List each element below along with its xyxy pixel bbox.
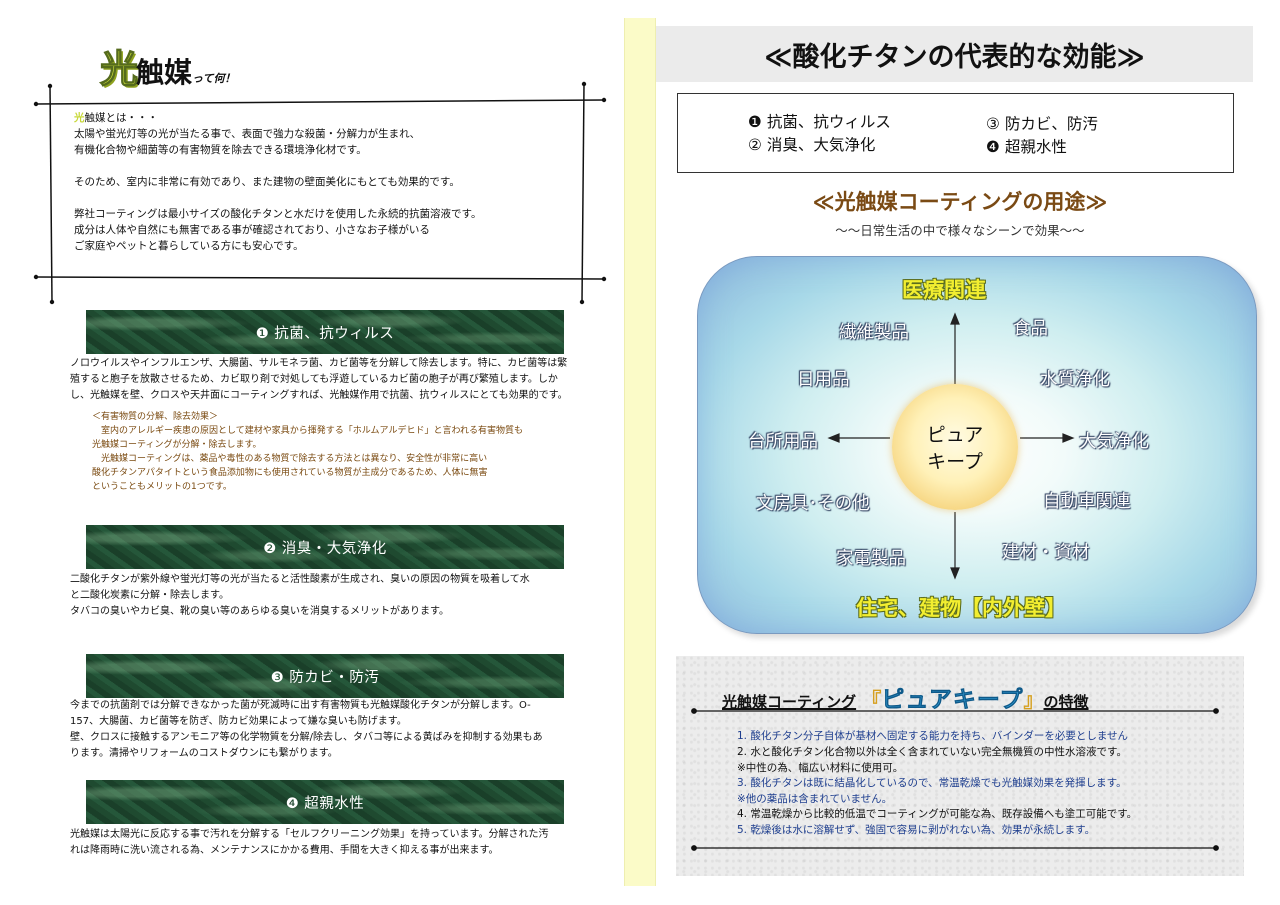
intro-line: ご家庭やペットと暮らしている方にも安心です。 [74,240,304,252]
usage-item-air-purification: 大気浄化 [1079,432,1149,452]
usage-subtitle: ～～日常生活の中で様々なシーンで効果～～ [835,223,1085,238]
logo-title: 光触媒って何！ [99,38,236,98]
section-banner-deodorize: ❷ 消臭・大気浄化 [86,525,564,569]
usage-item-stationery: 文房具･その他 [756,494,870,514]
effect-antimold: ③ 防カビ、防汚 [986,115,1098,133]
section-sub-harmful-substances: ＜有害物質の分解、除去効果＞ 室内のアレルギー疾患の原因として建材や家具から揮発… [92,410,552,494]
usage-title: ≪光触媒コーティングの用途≫ [812,190,1108,214]
usage-item-water-purification: 水質浄化 [1040,370,1110,390]
feature-line-2: 2. 水と酸化チタン化合物以外は全く含まれていない完全無機質の中性水溶液です。 [737,746,1127,758]
intro-term: 光触媒とは・・・ [74,110,594,126]
effect-hydrophilic: ❹ 超親水性 [986,138,1067,156]
body-line: タバコの臭いやカビ臭、靴の臭い等のあらゆる臭いを消臭するメリットがあります。 [70,606,449,617]
usage-medical: 医療関連 [902,278,986,302]
features-title: 光触媒コーティング 『ピュアキープ』の特徴 [722,680,1222,714]
section-body-hydrophilic: 光触媒は太陽光に反応する事で汚れを分解する「セルフクリーニング効果」を持っていま… [70,827,570,859]
body-line: れは降雨時に洗い流される為、メンテナンスにかかる費用、手間を大きく抑える事が出来… [70,845,499,856]
intro-line: そのため、室内に非常に有効であり、また建物の壁面美化にもとても効果的です。 [74,176,460,188]
usage-item-appliances: 家電製品 [836,549,906,569]
intro-text: 光触媒とは・・・ 太陽や蛍光灯等の光が当たる事で、表面で強力な殺菌・分解力が生ま… [74,110,594,254]
feature-note-1: ※中性の為、幅広い材料に使用可。 [737,762,904,774]
features-product-name: ピュアキープ [881,687,1024,714]
usage-item-kitchen: 台所用品 [748,432,818,452]
body-line: ノロウイルスやインフルエンザ、大腸菌、サルモネラ菌、カビ菌等を分解して除去します… [70,358,568,369]
logo-hikari: 光 [99,46,138,91]
section-banner-antibacterial: ❶ 抗菌、抗ウィルス [86,310,564,354]
features-bracket-open: 『 [861,688,882,712]
center-circle-purekeep: ピュア キープ [892,384,1018,510]
intro-line: 成分は人体や自然にも無害である事が確認されており、小さなお子様がいる [74,224,430,236]
center-divider-strip [624,18,656,886]
section-body-antimold: 今までの抗菌剤では分解できなかった菌が死滅時に出す有害物質も光触媒酸化チタンが分… [70,698,570,762]
section-body-antibacterial: ノロウイルスやインフルエンザ、大腸菌、サルモネラ菌、カビ菌等を分解して除去します… [70,356,570,404]
section-banner-hydrophilic: ❹ 超親水性 [86,780,564,824]
intro-line: 有機化合物や細菌等の有害物質を除去できる環境浄化材です。 [74,144,367,156]
intro-frame [33,81,607,305]
usage-item-building-materials: 建材・資材 [1002,543,1090,563]
body-line: ります。清掃やリフォームのコストダウンにも繋がります。 [70,748,338,759]
features-divider-lines [691,708,1219,851]
logo-shokubai: 触媒 [136,56,193,89]
body-line: 殖すると胞子を放散させるため、カビ取り剤で対処しても浮遊しているカビ菌の胞子が再… [70,374,558,385]
intro-line [74,158,594,174]
sub-line: ＜有害物質の分解、除去効果＞ [92,412,219,422]
section-banner-antimold: ❸ 防カビ・防汚 [86,654,564,698]
intro-term-highlight: 光 [74,112,85,124]
logo-tte-nani: って何！ [192,72,236,85]
effects-header: ≪酸化チタンの代表的な効能≫ [656,26,1253,82]
body-line: と二酸化炭素に分解・除去します。 [70,590,229,601]
body-line: 今までの抗菌剤では分解できなかった菌が死滅時に出す有害物質も光触媒酸化チタンが分… [70,700,531,711]
usage-item-food: 食品 [1013,319,1048,339]
features-title-pre: 光触媒コーティング [722,693,857,711]
sub-line: 光触媒コーティングが分解・除去します。 [92,440,262,450]
center-label-line: キープ [927,451,983,473]
sub-line: 室内のアレルギー疾患の原因として建材や家具から揮発する「ホルムアルデヒド」と言わ… [92,426,524,436]
features-bracket-close: 』 [1023,688,1044,712]
features-title-post: の特徴 [1043,693,1089,711]
feature-line-3: 3. 酸化チタンは既に結晶化しているので、常温乾燥でも光触媒効果を発揮します。 [737,777,1127,789]
body-line: 壁、クロスに接触するアンモニア等の化学物質を分解/除去し、タバコ等による黄ばみを… [70,732,543,743]
body-line: 157、大腸菌、カビ菌等を防ぎ、防カビ効果によって嫌な臭いも防げます。 [70,716,407,727]
feature-note-2: ※他の薬品は含まれていません。 [737,793,893,805]
effect-deodorize: ② 消臭、大気浄化 [748,136,876,154]
usage-arrows [827,312,1075,580]
sub-line: 酸化チタンアパタイトという食品添加物にも使用されている物質が主成分であるため、人… [92,468,488,478]
sub-line: 光触媒コーティングは、薬品や毒性のある物質で除去する方法とは異なり、安全性が非常… [92,454,488,464]
feature-line-5: 5. 乾燥後は水に溶解せず、強固で容易に剥がれない為、効果が永続します。 [737,824,1096,836]
feature-line-1: 1. 酸化チタン分子自体が基材へ固定する能力を持ち、バインダーを必要としません [737,730,1129,742]
body-line: 光触媒は太陽光に反応する事で汚れを分解する「セルフクリーニング効果」を持っていま… [70,829,549,840]
usage-item-daily-goods: 日用品 [797,370,850,390]
feature-line-4: 4. 常温乾燥から比較的低温でコーティングが可能な為、既存設備へも塗工可能です。 [737,808,1138,820]
intro-line: 太陽や蛍光灯等の光が当たる事で、表面で強力な殺菌・分解力が生まれ、 [74,128,421,140]
intro-term-rest: 触媒とは・・・ [84,112,159,124]
intro-line: 弊社コーティングは最小サイズの酸化チタンと水だけを使用した永続的抗菌溶液です。 [74,208,482,220]
center-label-line: ピュア [926,424,984,446]
intro-line [74,190,594,206]
body-line: 二酸化チタンが紫外線や蛍光灯等の光が当たると活性酸素が生成され、臭いの原因の物質… [70,574,530,585]
usage-item-automotive: 自動車関連 [1043,492,1131,512]
section-body-deodorize: 二酸化チタンが紫外線や蛍光灯等の光が当たると活性酸素が生成され、臭いの原因の物質… [70,572,570,620]
body-line: し、光触媒を壁、クロスや天井面にコーティングすれば、光触媒作用で抗菌、抗ウィルス… [70,390,568,401]
sub-line: ということもメリットの1つです。 [92,482,232,492]
usage-housing: 住宅、建物【内外壁】 [856,596,1066,620]
usage-item-textiles: 繊維製品 [839,323,909,343]
effects-box: ❶ 抗菌、抗ウィルス ② 消臭、大気浄化 ③ 防カビ、防汚 ❹ 超親水性 [677,93,1234,173]
effect-antibacterial: ❶ 抗菌、抗ウィルス [748,113,891,131]
features-panel [676,656,1244,876]
